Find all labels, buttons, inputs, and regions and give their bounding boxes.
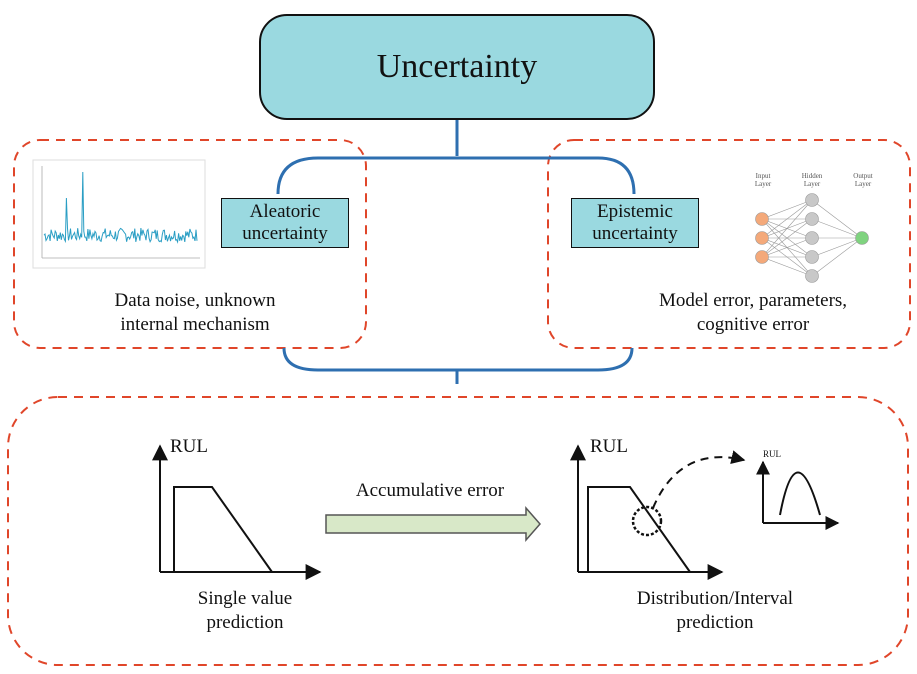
nn-input-node [755,250,769,264]
aleatoric-tag-label: Aleatoric uncertainty [242,201,328,244]
epistemic-description-line1: Model error, parameters, [658,290,848,311]
nn-edge [761,237,813,258]
nn-edge [811,237,863,277]
nn-hidden-node [805,269,819,283]
nn-hidden-node [805,231,819,245]
nn-edge [761,199,813,220]
nn-edge [811,237,863,258]
bottom-connector [282,347,634,384]
prediction-region [7,396,909,666]
inset-distribution-chart [756,460,840,530]
left-caption-line2: prediction [206,612,284,633]
nn-hidden-node [805,250,819,264]
nn-edge [761,199,813,239]
right-caption-line2: prediction [676,612,754,633]
single-value-chart [152,444,322,580]
nn-hidden-node [805,212,819,226]
aleatoric-region [13,139,367,349]
nn-input-layer-label: Input Layer [754,172,772,189]
accumulative-error-arrow [325,506,541,542]
epistemic-tag-label: Epistemic uncertainty [592,201,678,244]
uncertainty-title: Uncertainty [376,48,538,85]
right-rul-axis-label: RUL [590,436,628,457]
accumulative-error-label: Accumulative error [355,480,505,501]
right-caption-line1: Distribution/Interval [636,588,794,609]
uncertainty-title-box: Uncertainty [259,14,655,120]
nn-input-node [755,212,769,226]
aleatoric-description-line1: Data noise, unknown [114,290,276,311]
nn-edge [761,218,813,258]
epistemic-tag: Epistemic uncertainty [571,198,699,248]
epistemic-description-line2: cognitive error [696,314,810,335]
nn-edge [811,218,863,239]
dashed-projection-arrow [652,450,746,509]
left-caption-line1: Single value [197,588,293,609]
nn-edge [761,199,813,258]
aleatoric-description-line2: internal mechanism [120,314,270,335]
top-connector [276,120,636,195]
neural-network-graphic [755,193,869,283]
noise-signal-line [43,171,198,244]
nn-output-layer-label: Output Layer [853,172,873,189]
inset-bell-curve [779,471,821,516]
nn-output-node [855,231,869,245]
right-rul-curve [587,486,691,573]
distribution-chart [570,444,746,580]
uncertainty-circle [631,505,663,537]
inset-rul-axis-label: RUL [763,449,781,459]
nn-hidden-node [805,193,819,207]
aleatoric-tag: Aleatoric uncertainty [221,198,349,248]
nn-edge [811,199,863,239]
noise-signal-chart [32,159,206,269]
left-rul-curve [173,486,273,573]
nn-input-node [755,231,769,245]
left-rul-axis-label: RUL [170,436,208,457]
nn-hidden-layer-label: Hidden Layer [801,172,823,189]
nn-edge [761,256,813,277]
